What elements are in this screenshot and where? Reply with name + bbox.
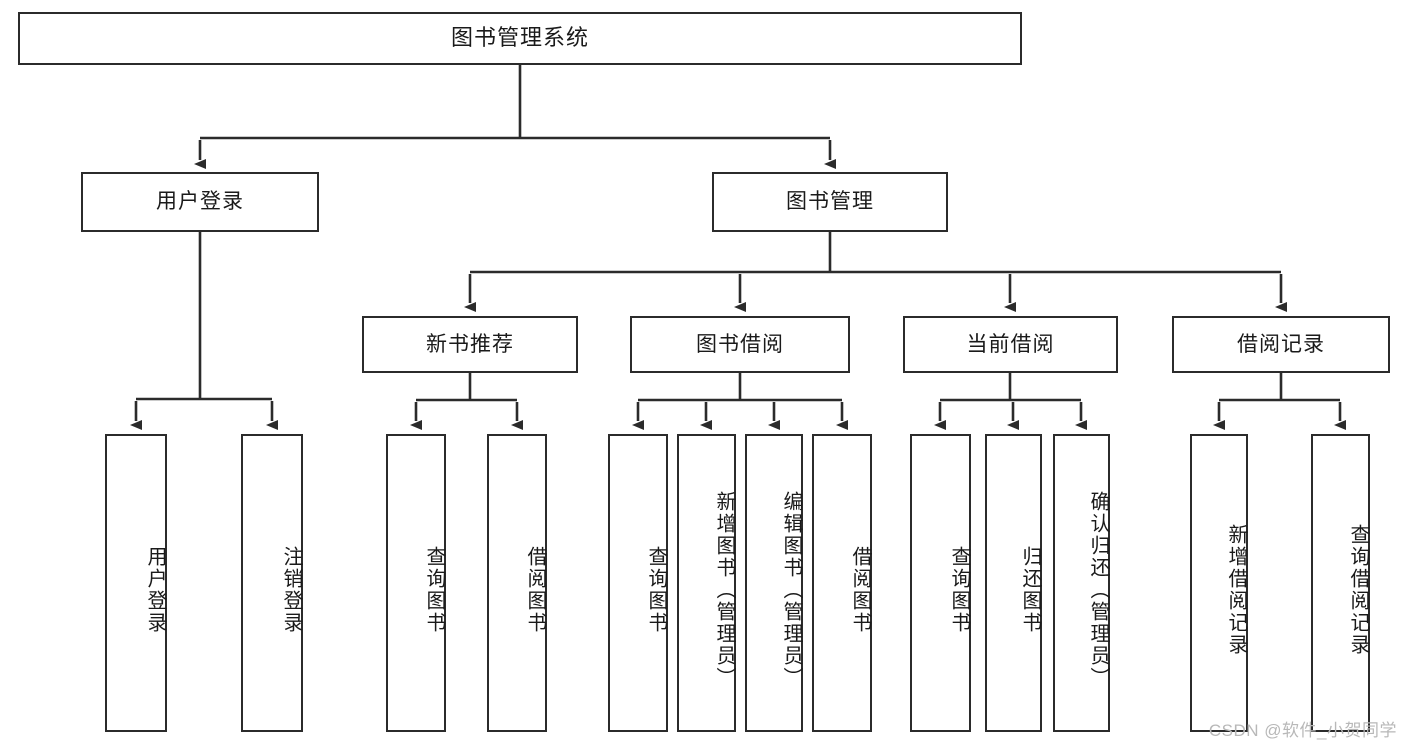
node-leaf-add-book-admin[interactable]: 新增图书（管理员）: [677, 434, 736, 732]
node-level3-book-borrow[interactable]: 图书借阅: [630, 316, 850, 373]
node-level3-borrow-record-label: 借阅记录: [1237, 332, 1325, 356]
watermark: CSDN @软件_小贺同学: [1208, 721, 1397, 740]
node-leaf-edit-book-admin[interactable]: 编辑图书（管理员）: [745, 434, 803, 732]
node-leaf-add-book-admin-label: 新增图书（管理员）: [713, 491, 735, 689]
node-leaf-query-book-current-label: 查询图书: [948, 546, 970, 634]
node-leaf-add-borrow-record[interactable]: 新增借阅记录: [1190, 434, 1248, 732]
node-leaf-edit-book-admin-label: 编辑图书（管理员）: [780, 491, 802, 689]
node-leaf-query-book-recommend-label: 查询图书: [423, 546, 445, 634]
node-leaf-user-login[interactable]: 用户登录: [105, 434, 167, 732]
node-root-label: 图书管理系统: [450, 25, 589, 51]
node-leaf-query-book-recommend[interactable]: 查询图书: [386, 434, 446, 732]
node-level3-new-book-recommend-label: 新书推荐: [426, 332, 514, 356]
node-root[interactable]: 图书管理系统: [18, 12, 1022, 65]
node-leaf-query-book-current[interactable]: 查询图书: [910, 434, 971, 732]
node-leaf-borrow-book-recommend-label: 借阅图书: [524, 546, 546, 634]
node-leaf-query-borrow-record[interactable]: 查询借阅记录: [1311, 434, 1370, 732]
node-leaf-user-logout[interactable]: 注销登录: [241, 434, 303, 732]
node-leaf-query-book-borrow[interactable]: 查询图书: [608, 434, 668, 732]
node-level3-book-borrow-label: 图书借阅: [696, 332, 784, 356]
node-level3-new-book-recommend[interactable]: 新书推荐: [362, 316, 578, 373]
node-level3-current-borrow-label: 当前借阅: [966, 332, 1055, 356]
node-leaf-user-logout-label: 注销登录: [280, 546, 302, 634]
node-leaf-confirm-return-admin-label: 确认归还（管理员）: [1087, 491, 1109, 689]
node-leaf-borrow-book[interactable]: 借阅图书: [812, 434, 872, 732]
node-leaf-confirm-return-admin[interactable]: 确认归还（管理员）: [1053, 434, 1110, 732]
node-level2-user-login[interactable]: 用户登录: [81, 172, 319, 232]
node-leaf-borrow-book-label: 借阅图书: [849, 546, 871, 634]
node-leaf-user-login-label: 用户登录: [144, 546, 166, 634]
node-leaf-add-borrow-record-label: 新增借阅记录: [1225, 524, 1247, 656]
node-level2-user-login-label: 用户登录: [156, 190, 244, 214]
node-leaf-query-book-borrow-label: 查询图书: [645, 546, 667, 634]
node-leaf-query-borrow-record-label: 查询借阅记录: [1347, 524, 1369, 656]
node-leaf-return-book-label: 归还图书: [1019, 546, 1041, 634]
node-level3-borrow-record[interactable]: 借阅记录: [1172, 316, 1390, 373]
node-level2-book-management[interactable]: 图书管理: [712, 172, 948, 232]
node-level3-current-borrow[interactable]: 当前借阅: [903, 316, 1118, 373]
node-leaf-return-book[interactable]: 归还图书: [985, 434, 1042, 732]
node-level2-book-management-label: 图书管理: [786, 190, 874, 214]
node-leaf-borrow-book-recommend[interactable]: 借阅图书: [487, 434, 547, 732]
